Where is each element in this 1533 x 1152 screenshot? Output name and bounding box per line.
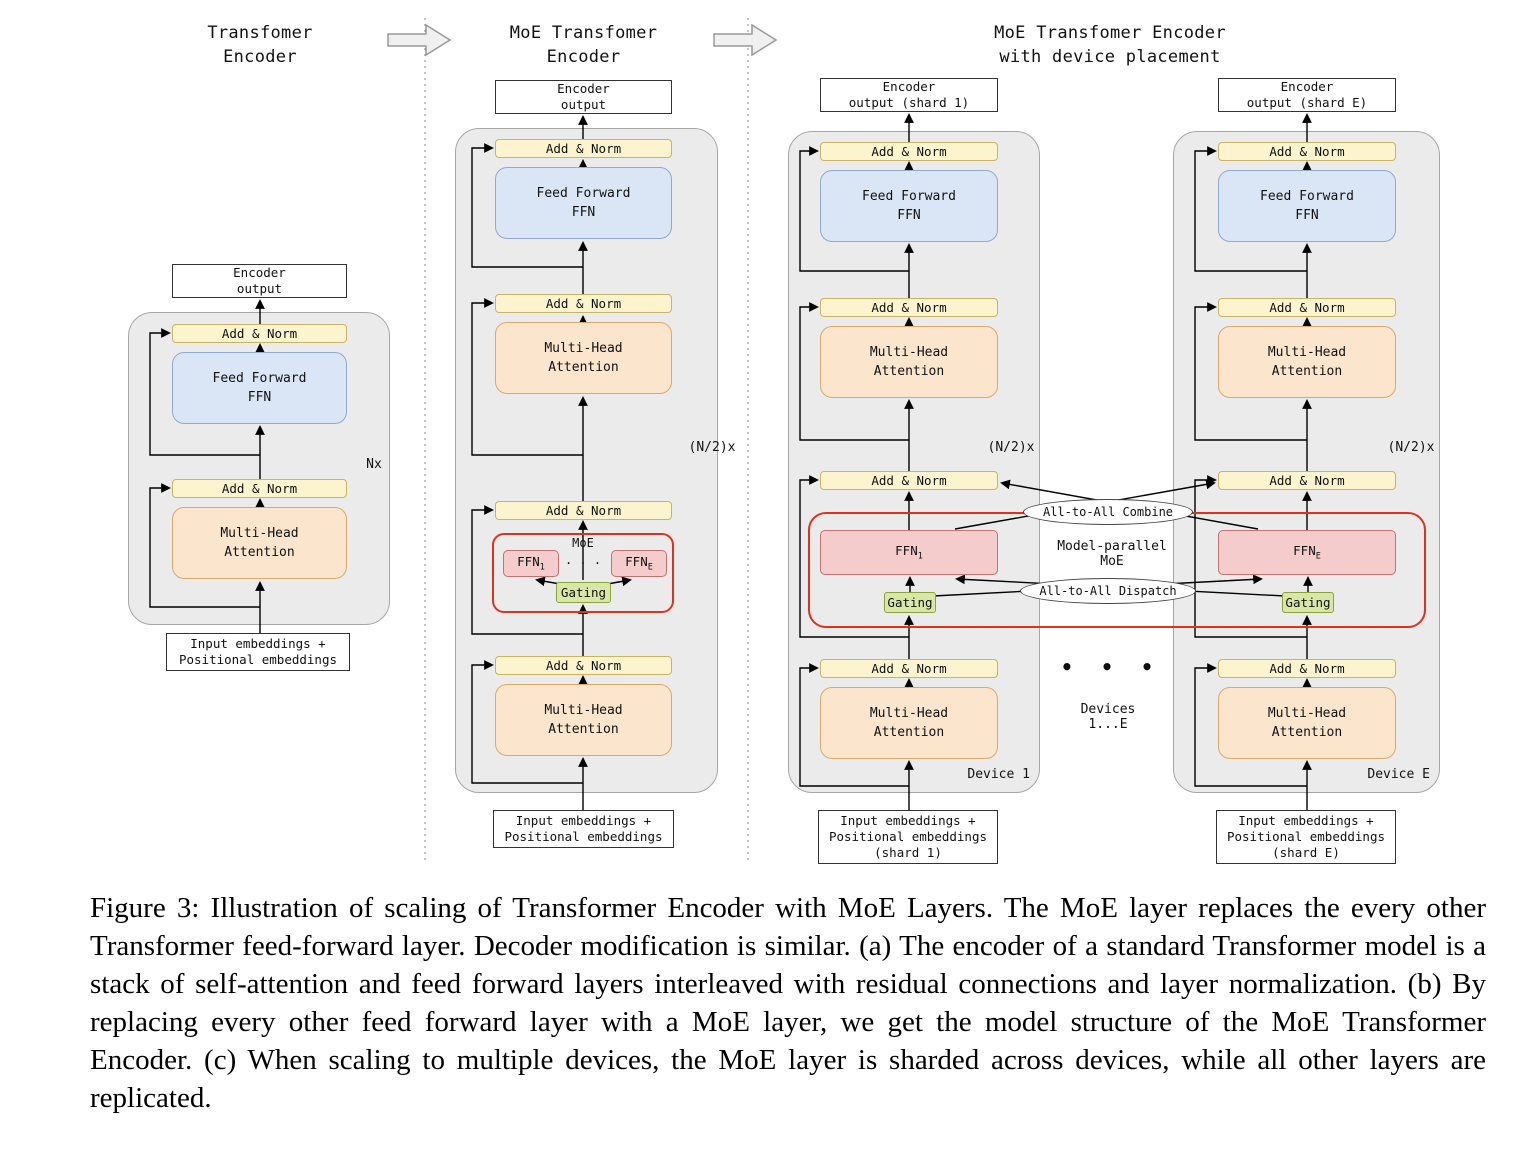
dE-ffn-shard-box: FFNE (1218, 530, 1396, 575)
d1-add-norm-4: Add & Norm (820, 142, 998, 161)
d1-feed-forward-box: Feed Forward FFN (820, 170, 998, 242)
p2-ffn-expert-1-box: FFN1 (503, 550, 559, 577)
p1-encoder-output-box: Encoder output (172, 264, 347, 298)
dE-input-embeddings-box: Input embeddings + Positional embeddings… (1216, 810, 1396, 864)
p2-gating-box: Gating (556, 582, 611, 603)
panel1-title: Transfomer Encoder (207, 23, 313, 67)
p2-encoder-output-box: Encoder output (495, 80, 672, 114)
dE-gating-box: Gating (1282, 592, 1334, 613)
model-parallel-moe-label: Model-parallel MoE (1057, 539, 1167, 569)
devices-range-label: Devices 1...E (1080, 702, 1136, 732)
all-to-all-combine-ellipse: All-to-All Combine (1023, 499, 1193, 525)
all-to-all-dispatch-ellipse: All-to-All Dispatch (1020, 578, 1196, 604)
p1-add-norm-top: Add & Norm (172, 324, 347, 343)
dE-feed-forward-box: Feed Forward FFN (1218, 170, 1396, 242)
panel2-title: MoE Transfomer Encoder (509, 23, 658, 67)
p2-ffn-expert-E-label: FFNE (625, 554, 653, 573)
d1-multi-head-attention-upper: Multi-Head Attention (820, 326, 998, 398)
d1-repeat-label: (N/2)x (987, 439, 1035, 455)
panel3-title: MoE Transfomer Encoder with device place… (994, 23, 1226, 67)
dE-multi-head-attention-upper: Multi-Head Attention (1218, 326, 1396, 398)
d1-ffn-shard-box: FFN1 (820, 530, 998, 575)
p1-input-embeddings-box: Input embeddings + Positional embeddings (166, 633, 350, 671)
d1-input-embeddings-box: Input embeddings + Positional embeddings… (818, 810, 998, 864)
p2-add-norm-3: Add & Norm (495, 294, 672, 313)
d1-ffn-shard-label: FFN1 (895, 543, 923, 562)
dE-repeat-label: (N/2)x (1387, 439, 1435, 455)
p2-ffn-expert-1-label: FFN1 (517, 554, 545, 573)
p2-add-norm-2: Add & Norm (495, 501, 672, 520)
dE-device-label: Device E (1367, 766, 1430, 782)
figure-caption: Figure 3: Illustration of scaling of Tra… (90, 892, 1486, 1114)
p1-multi-head-attention-box: Multi-Head Attention (172, 507, 347, 579)
p2-repeat-label: (N/2)x (688, 439, 736, 455)
dE-ffn-shard-label: FFNE (1293, 543, 1321, 562)
dE-encoder-output-box: Encoder output (shard E) (1218, 78, 1396, 112)
d1-encoder-output-box: Encoder output (shard 1) (820, 78, 998, 112)
d1-add-norm-1: Add & Norm (820, 659, 998, 678)
p2-add-norm-1: Add & Norm (495, 656, 672, 675)
d1-add-norm-3: Add & Norm (820, 298, 998, 317)
dE-add-norm-4: Add & Norm (1218, 142, 1396, 161)
d1-device-label: Device 1 (967, 766, 1030, 782)
d1-add-norm-2: Add & Norm (820, 471, 998, 490)
dE-add-norm-3: Add & Norm (1218, 298, 1396, 317)
p1-feed-forward-box: Feed Forward FFN (172, 352, 347, 424)
devices-ellipsis: • • • (1060, 655, 1156, 679)
p2-moe-layer-outline (492, 533, 674, 613)
p2-moe-label: MoE (572, 535, 594, 550)
p1-add-norm-bottom: Add & Norm (172, 479, 347, 498)
p2-multi-head-attention-upper: Multi-Head Attention (495, 322, 672, 394)
dE-add-norm-1: Add & Norm (1218, 659, 1396, 678)
p2-multi-head-attention-lower: Multi-Head Attention (495, 684, 672, 756)
d1-multi-head-attention-lower: Multi-Head Attention (820, 687, 998, 759)
p2-input-embeddings-box: Input embeddings + Positional embeddings (493, 810, 674, 848)
p1-repeat-label: Nx (366, 456, 382, 472)
p2-ffn-expert-E-box: FFNE (611, 550, 667, 577)
dE-multi-head-attention-lower: Multi-Head Attention (1218, 687, 1396, 759)
p2-feed-forward-box: Feed Forward FFN (495, 167, 672, 239)
dE-add-norm-2: Add & Norm (1218, 471, 1396, 490)
p2-add-norm-4: Add & Norm (495, 139, 672, 158)
p2-expert-dots: . . . (564, 553, 602, 567)
d1-gating-box: Gating (884, 592, 936, 613)
